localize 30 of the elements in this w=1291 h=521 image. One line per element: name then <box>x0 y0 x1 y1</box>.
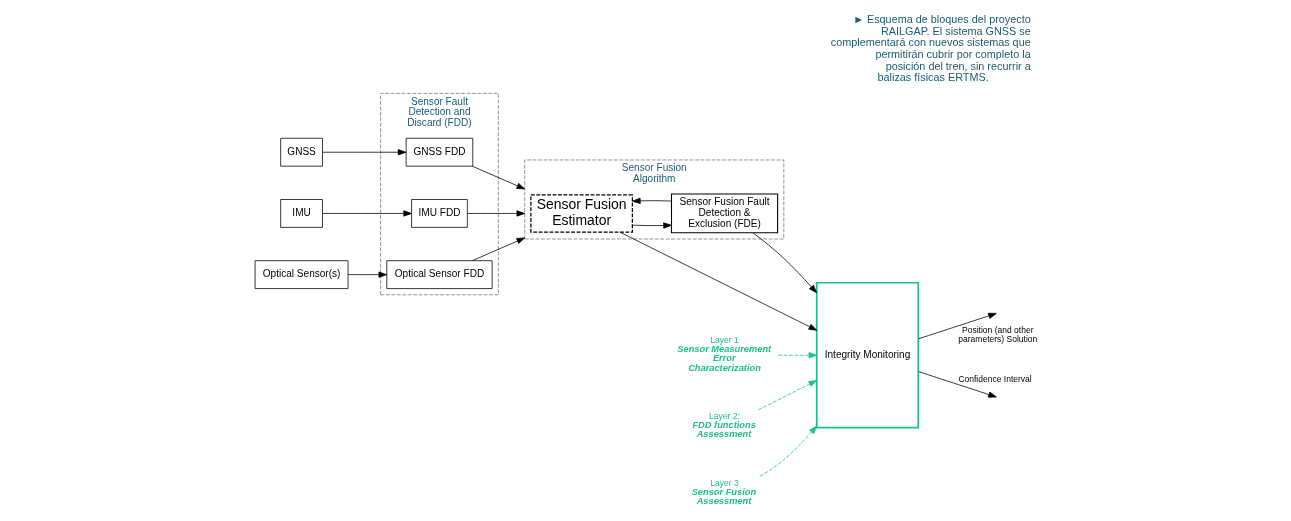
node-box: GNSS <box>279 137 323 167</box>
arrow <box>466 210 525 217</box>
arrow <box>631 222 672 229</box>
edge-label: Position (and other parameters) Solution <box>957 324 1037 344</box>
arrow <box>471 237 525 261</box>
node-box: Sensor Fusion Fault Detection & Exclusion (FDE) <box>670 193 778 234</box>
arrow <box>619 231 817 331</box>
arrow <box>321 149 406 156</box>
arrow <box>757 380 817 411</box>
node-text: Layer 2: FDD functions Assessment <box>691 410 756 440</box>
node-box: Optical Sensor FDD <box>385 260 493 289</box>
edge-label: Confidence Interval <box>957 374 1032 385</box>
node-text: Layer 1 Sensor Measurement Error Characterization <box>676 335 771 373</box>
arrow <box>759 425 817 477</box>
arrow <box>321 210 412 217</box>
arrow <box>347 271 387 278</box>
node-text: Layer 3 Sensor Fusion Assessment <box>691 477 756 507</box>
node-box: Integrity Monitoring <box>815 281 919 429</box>
arrow <box>752 232 817 294</box>
node-box: IMU FDD <box>410 199 468 228</box>
arrow <box>631 197 672 204</box>
arrow <box>917 312 997 340</box>
node-box: IMU <box>279 199 323 228</box>
arrow <box>471 165 525 190</box>
arrow <box>777 352 817 359</box>
node-box: Optical Sensor(s) <box>254 260 348 289</box>
caption: ► Esquema de bloques del proyecto RAILGAP. El sistema GNSS se complementará con nuevos sistemas que permitirán cubrir por completo la posición del tren, sin recurrir a balizas físicas ERTMS. <box>830 13 1031 84</box>
arrow <box>917 371 997 398</box>
node-box: GNSS FDD <box>405 137 473 167</box>
node-box: Sensor Fusion Estimator <box>529 194 633 233</box>
